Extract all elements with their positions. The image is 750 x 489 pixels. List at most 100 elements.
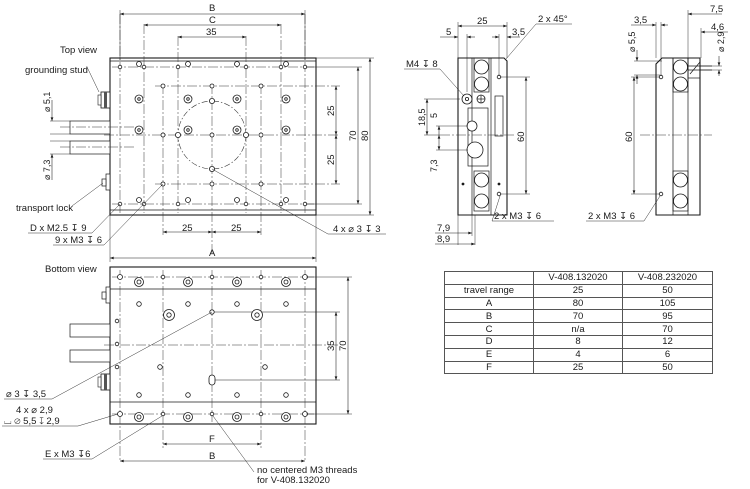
dim-70-top: 70 [348,130,359,141]
spec-table-header: V-408.132020 V-408.232020 [444,271,713,285]
cell: 25 [533,283,623,298]
side-dim-5-vert: 5 [429,113,439,118]
cell: 105 [622,296,713,311]
side-threads-callout-2: 2 x M3 ↧ 6 [588,211,635,222]
bottom-hole-callout: ⌀ 3 ↧ 3,5 [6,389,46,400]
row-label: C [444,322,534,336]
dim-dia-7-3: ⌀ 7,3 [42,160,52,180]
bottom-edge-holes [117,274,308,417]
dim-25-upper: 25 [326,105,337,116]
d-threads-callout: D x M2.5 ↧ 9 [30,223,87,234]
table-row: A 80 105 [444,296,713,311]
side-view-right: 3,5 ⌀ 5,5 7,5 4,6 ⌀ 2,9 60 2 x M3 ↧ 6 [586,4,728,222]
bottom-dim-F: F [209,434,215,445]
grounding-stud [97,91,111,109]
top-edge-holes [117,61,308,207]
table-row: B 70 95 [444,309,713,324]
cbore-callout-line1: 4 x ⌀ 2,9 [16,405,53,416]
dim-C: C [209,15,216,26]
cell: 80 [533,296,623,311]
header-cell: V-408.232020 [622,271,713,285]
dim-80: 80 [360,130,371,141]
transport-lock [101,173,111,191]
row-label: D [444,334,534,349]
four-holes-callout: 4 x ⌀ 3 ↧ 3 [333,224,380,235]
cell: 70 [622,322,713,336]
row-label: travel range [444,283,534,298]
dim-A: A [209,248,216,259]
dim-dia-5-1: ⌀ 5,1 [42,92,52,112]
cell: n/a [533,322,623,336]
dim-35-top: 35 [206,27,217,38]
dim-B-top: B [209,3,215,14]
cell: 8 [533,334,623,349]
top-view-label: Top view [60,45,97,56]
cell: 95 [622,309,713,324]
cell: 6 [622,347,713,362]
chamfer-callout: 2 x 45° [538,14,568,25]
cell: 50 [622,360,713,375]
top-grid-holes [160,83,264,187]
cell: 70 [533,309,623,324]
bottom-view: Bottom view [2,264,358,486]
dim-25-lower: 25 [326,154,337,165]
table-row: E 4 6 [444,347,713,362]
bottom-dim-B: B [209,451,215,462]
grounding-stud-label: grounding stud [25,65,88,76]
note-line-1: no centered M3 threads [257,465,358,476]
note-line-2: for V-408.132020 [257,475,330,486]
top-body-outline [109,57,317,216]
cbore-callout-line2: ⌴ ⌀ 5,5 ↧ 2,9 [4,416,60,427]
bottom-inner-holes [114,301,289,398]
side-dim-8-9: 8,9 [437,234,450,245]
bottom-side-parts [69,286,111,391]
e-threads-callout: E x M3 ↧6 [45,449,90,460]
row-label: B [444,309,534,324]
right-dim-3-5: 3,5 [634,15,647,26]
cell: 25 [533,360,623,375]
table-row: F 25 50 [444,360,713,375]
bottom-screw-heads [134,277,291,422]
side-right-bearings [672,57,689,212]
m4-thread-callout: M4 ↧ 8 [406,59,438,70]
bottom-dim-70: 70 [338,340,349,351]
right-dim-60: 60 [624,131,635,142]
cell: 12 [622,334,713,349]
nine-threads-callout: 9 x M3 ↧ 6 [55,235,102,246]
table-row: C n/a 70 [444,322,713,336]
side-dim-25: 25 [477,16,488,27]
right-dim-dia-5-5: ⌀ 5,5 [627,32,637,52]
right-dim-dia-2-9: ⌀ 2,9 [716,32,726,52]
row-label: A [444,296,534,311]
header-cell [444,271,534,285]
side-dim-18-5: 18,5 [417,108,427,126]
row-label: E [444,347,534,362]
side-left-body [457,57,508,216]
dim-25-right: 25 [231,223,242,234]
spec-table: V-408.132020 V-408.232020 travel range 2… [444,271,713,375]
table-row: travel range 25 50 [444,283,713,298]
drive-shafts [50,120,135,155]
side-dim-5-top: 5 [446,27,451,38]
right-dim-7-5: 7,5 [710,4,723,15]
side-threads-callout-1: 2 x M3 ↧ 6 [494,211,541,222]
side-dim-7-3: 7,3 [429,159,439,172]
row-label: F [444,360,534,375]
cell: 4 [533,347,623,362]
transport-lock-label: transport lock [16,203,73,214]
bottom-view-label: Bottom view [45,264,97,275]
right-dim-4-6: 4,6 [711,22,724,33]
table-row: D 8 12 [444,334,713,349]
bottom-body-outline [109,266,317,425]
bottom-dim-35: 35 [326,340,337,351]
dim-25-left: 25 [182,223,193,234]
side-dim-3-5: 3,5 [512,27,525,38]
top-screw-heads [134,94,291,135]
side-dim-7-9: 7,9 [437,223,450,234]
side-dim-60: 60 [516,131,527,142]
side-view-left: 25 5 3,5 2 x 45° M4 ↧ 8 18,5 5 7,3 60 2 … [404,14,572,246]
side-left-bearings [473,57,490,212]
header-cell: V-408.132020 [533,271,623,285]
cell: 50 [622,283,713,298]
